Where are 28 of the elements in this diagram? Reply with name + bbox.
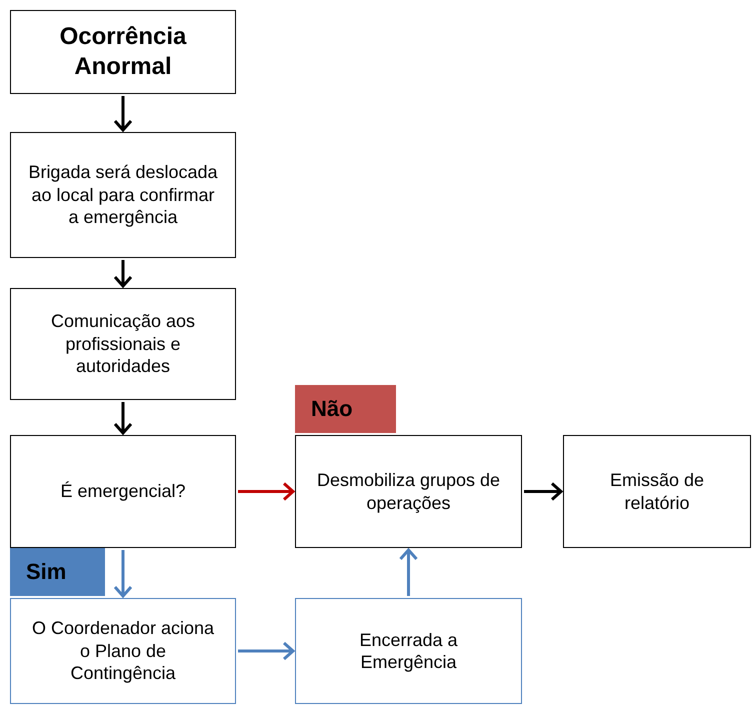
node-text: Encerrada a Emergência — [358, 628, 459, 674]
node-text: O Coordenador aciona o Plano de Contingência — [30, 617, 216, 685]
arrow — [238, 642, 294, 660]
process-box — [10, 132, 236, 258]
process-box — [295, 435, 522, 548]
node-text: Ocorrência Anormal — [58, 22, 188, 82]
arrow — [524, 482, 562, 501]
arrow — [114, 550, 132, 598]
node-text: Brigada será deslocada ao local para confirmar a emergência — [27, 161, 219, 229]
arrow — [399, 548, 418, 596]
arrow — [114, 96, 132, 132]
process-box — [10, 10, 236, 94]
process-box — [10, 288, 236, 400]
arrow — [114, 402, 132, 434]
process-box — [295, 598, 522, 704]
node-text: Emissão de relatório — [608, 469, 706, 514]
node-text: Comunicação aos profissionais e autoridades — [50, 310, 196, 378]
process-box — [563, 435, 751, 548]
branch-label: Sim — [26, 558, 66, 586]
process-box — [10, 435, 236, 548]
arrow — [114, 260, 132, 288]
node-text: É emergencial? — [60, 480, 186, 503]
arrow — [238, 482, 294, 501]
answer-tag — [295, 385, 396, 433]
answer-tag — [10, 548, 105, 596]
branch-label: Não — [311, 395, 353, 423]
process-box — [10, 598, 236, 704]
node-text: Desmobiliza grupos de operações — [316, 469, 502, 514]
